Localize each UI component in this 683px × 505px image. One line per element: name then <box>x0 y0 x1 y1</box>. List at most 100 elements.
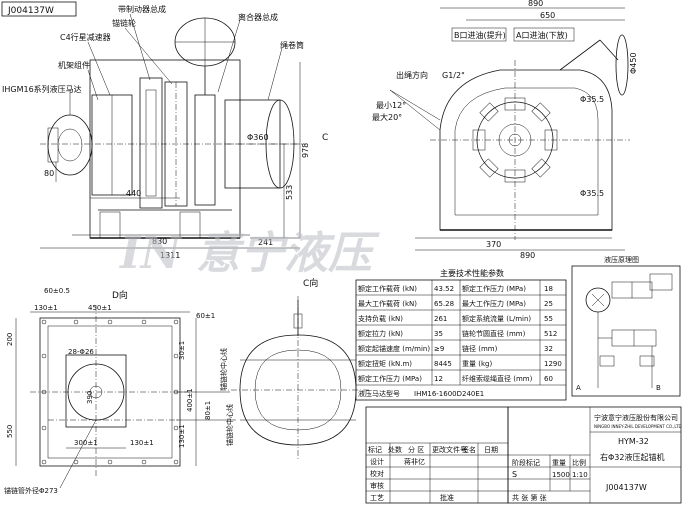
weight-label: 重量 <box>552 459 566 467</box>
spec-r7-value1: IHM16-1600D240E1 <box>414 390 484 398</box>
watermark: IN 意宁液压 <box>118 228 380 279</box>
spec-r6-value2: 60 <box>544 375 553 383</box>
dim-550: 550 <box>6 425 14 438</box>
label-frame: 机架组件 <box>58 60 90 70</box>
dim-60-05: 60±0.5 <box>44 287 70 295</box>
dim-60-1: 60±1 <box>196 312 215 320</box>
rev-header-mark: 标记 <box>368 445 382 454</box>
dim-533: 533 <box>285 185 294 200</box>
spec-r4-label2: 链径 (mm) <box>462 344 498 353</box>
rev-header-sign: 签名 <box>462 445 476 454</box>
spec-r6-label2: 纤维索缆绳直径 (mm) <box>462 374 533 383</box>
role-review: 审核 <box>370 481 384 490</box>
dim-830: 830 <box>152 237 167 246</box>
label-sprocket: 锚链轮 <box>112 18 136 28</box>
label-chain-center-2: 锚链轮中心线 <box>225 404 234 446</box>
dim-650: 650 <box>540 11 555 20</box>
role-process: 工艺 <box>370 494 384 502</box>
rev-header-zone: 分 区 <box>408 445 424 454</box>
dim-241: 241 <box>258 238 273 247</box>
spec-r4-value2: 32 <box>544 345 553 353</box>
dim-370: 370 <box>486 240 501 249</box>
spec-r6-value1: 12 <box>434 375 443 383</box>
spec-r1-value1: 65.28 <box>434 300 454 308</box>
dim-80-1: 80±1 <box>204 401 212 420</box>
c-view: C向 <box>220 277 370 460</box>
dim-d35-top: Φ35.5 <box>580 95 604 104</box>
spec-r3-label1: 额定拉力 (kN) <box>358 329 403 338</box>
port-a: A <box>576 384 581 392</box>
spec-r5-label1: 额定扭矩 (kN.m) <box>358 359 412 368</box>
spec-r0-value2: 18 <box>544 285 553 293</box>
label-gearbox: C4行星减速器 <box>60 32 111 42</box>
dim-300: 300±1 <box>74 439 98 447</box>
stage-value: S <box>512 470 517 479</box>
scale-value: 1:10 <box>572 471 588 479</box>
label-brake: 带制动器总成 <box>118 4 166 14</box>
spec-r3-value1: 35 <box>434 330 443 338</box>
weight-value: 1500 <box>552 471 570 479</box>
drawing-code-box-top: J004137W <box>1 1 77 17</box>
dim-400: 400±1 <box>186 388 194 412</box>
company-cn: 宁波意宁液压股份有限公司 <box>594 413 678 422</box>
label-c-view: C向 <box>303 277 318 289</box>
spec-r5-value2: 1290 <box>544 360 562 368</box>
drawing-code-bottom: J004137W <box>605 483 647 492</box>
label-b-port: B口进油(提升) <box>454 30 506 40</box>
label-d-view: D向 <box>112 289 128 301</box>
spec-r4-value1: ≥9 <box>434 345 444 353</box>
dim-890-top: 890 <box>528 0 543 8</box>
schematic-title: 液压原理图 <box>604 255 639 264</box>
dim-130-top: 130±1 <box>34 304 58 312</box>
dim-30-1: 30±1 <box>178 341 186 360</box>
dim-130-bottom: 130±1 <box>130 439 154 447</box>
role-check: 校对 <box>370 469 384 478</box>
spec-r0-value1: 43.52 <box>434 285 454 293</box>
port-b: B <box>656 384 661 392</box>
dim-1311: 1311 <box>160 251 180 260</box>
label-motor: IHGM16系列液压马达 <box>2 84 82 94</box>
label-chain-center-1: 锚链轮中心线 <box>219 348 228 390</box>
product-code: HYM-32 <box>618 437 649 446</box>
spec-r1-label1: 最大工作载荷 (kN) <box>358 299 417 308</box>
spec-r3-label2: 链轮节圆直径 (mm) <box>462 329 526 338</box>
specs-title: 主要技术性能参数 <box>440 268 504 278</box>
dim-80: 80 <box>44 169 54 178</box>
rev-header-date: 日期 <box>484 446 498 454</box>
dim-d360: Φ360 <box>247 133 269 142</box>
dim-130-1: 130±1 <box>178 424 186 448</box>
label-chain-pipe: 锚链管外径Φ273 <box>4 486 58 495</box>
rev-header-doc: 更改文件号 <box>432 445 467 454</box>
label-out-direction: 出绳方向 <box>396 70 428 80</box>
drawing-code-top: J004137W <box>7 6 54 16</box>
dim-390: 390 <box>86 391 94 404</box>
hydraulic-schematic: 液压原理图 A B <box>571 255 681 397</box>
front-view: 带制动器总成 锚链轮 离合器总成 绳卷筒 C4行星减速器 机架组件 IHGM16… <box>2 4 328 260</box>
label-drum: 绳卷筒 <box>280 40 304 50</box>
spec-r6-label1: 额定工作压力 (MPa) <box>358 374 422 383</box>
product-name: 右Φ32液压起锚机 <box>600 452 664 462</box>
spec-r1-value2: 25 <box>544 300 553 308</box>
dim-200: 200 <box>6 333 14 346</box>
dim-d35-bottom: Φ35.5 <box>580 189 604 198</box>
spec-r2-value2: 55 <box>544 315 553 323</box>
specs-table: 主要技术性能参数 额定工作载荷 (kN) 43.52 额定工作压力 (MPa) … <box>355 268 567 401</box>
spec-r0-label2: 额定工作压力 (MPa) <box>462 284 526 293</box>
label-a-port: A口进油(下放) <box>516 30 568 40</box>
spec-r1-label2: 最大工作压力 (MPa) <box>462 299 526 308</box>
dim-28-holes: 28-Φ26 <box>68 348 94 356</box>
company-en: NINGBO INNEY-ZHIL DEVELOPMENT CO.,LTD <box>594 424 682 429</box>
spec-r3-value2: 512 <box>544 330 557 338</box>
approver-label: 批准 <box>440 493 454 502</box>
label-clutch: 离合器总成 <box>238 12 278 22</box>
designer-name: 蒋非亿 <box>404 457 425 466</box>
role-design: 设计 <box>370 457 384 466</box>
sheet-label: 共 张 第 张 <box>512 493 547 502</box>
dim-978: 978 <box>301 143 310 158</box>
label-max20: 最大20° <box>372 112 402 122</box>
spec-r2-label2: 额定系统流量 (L/min) <box>462 314 531 323</box>
scale-label: 比例 <box>572 458 586 467</box>
label-min12: 最小12° <box>376 101 406 110</box>
dim-d450: Φ450 <box>629 52 638 74</box>
